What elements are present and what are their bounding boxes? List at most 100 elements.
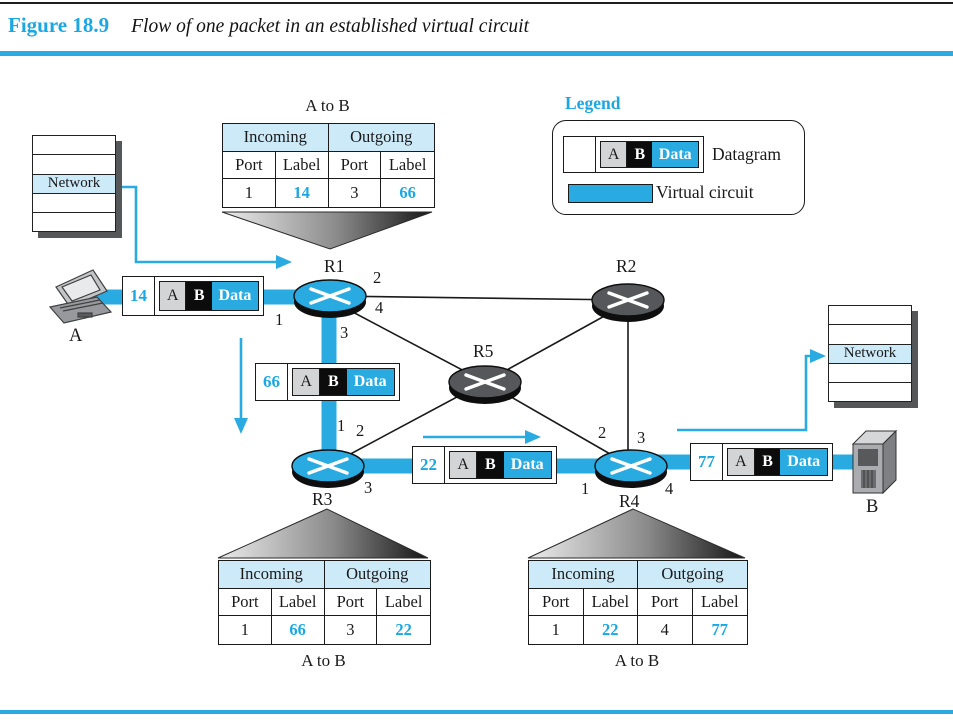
figure-number: Figure 18.9 <box>8 13 110 37</box>
host-label-a: A <box>69 326 83 346</box>
router-r4-icon <box>594 449 668 488</box>
routing-table-r4: Incoming Outgoing Port Label Port Label … <box>528 560 748 645</box>
packet-77: 77 A B Data <box>690 443 833 481</box>
packet-22: 22 A B Data <box>412 446 557 484</box>
header-incoming: Incoming <box>529 561 638 589</box>
col-header: Label <box>271 588 325 616</box>
packet-label: 66 <box>256 364 288 400</box>
stack-row <box>829 306 911 326</box>
col-header: Port <box>328 151 382 179</box>
port-r4-2: 2 <box>598 423 607 442</box>
router-label-r5: R5 <box>473 341 494 361</box>
figure-title: Figure 18.9 Flow of one packet in an esta… <box>8 13 948 38</box>
datagram: A B Data <box>292 368 395 396</box>
funnel-r1 <box>221 211 433 250</box>
router-r5-icon <box>448 365 522 404</box>
legend-virtual-circuit-label: Virtual circuit <box>656 182 754 202</box>
legend-datagram-sample: A B Data <box>563 136 704 173</box>
router-r1-icon <box>293 279 367 318</box>
link-r2-r5 <box>484 302 629 383</box>
port-r1-4: 4 <box>375 298 384 317</box>
col-header: Port <box>529 588 584 616</box>
datagram-dst: B <box>754 449 781 475</box>
datagram: A B Data <box>600 141 699 168</box>
datagram-data: Data <box>503 452 551 478</box>
port-r4-4: 4 <box>665 479 674 498</box>
header-outgoing: Outgoing <box>328 124 434 152</box>
header-outgoing: Outgoing <box>638 561 747 589</box>
port-r3-1: 1 <box>337 416 346 435</box>
datagram-src: A <box>601 142 628 167</box>
table-r3-title: A to B <box>301 651 346 670</box>
router-label-r2: R2 <box>616 256 637 276</box>
legend-title: Legend <box>565 93 621 113</box>
port-r4-1: 1 <box>581 479 590 498</box>
laptop-icon <box>48 269 113 324</box>
protocol-stack-left: Network <box>32 135 116 233</box>
datagram-src: A <box>728 449 755 475</box>
packet-label-slot <box>564 137 596 172</box>
cell-in-label: 66 <box>272 616 325 644</box>
packet-66: 66 A B Data <box>255 363 400 401</box>
col-header: Label <box>381 152 434 179</box>
cell-out-label: 66 <box>399 182 416 202</box>
arrow-right-network-head <box>810 349 826 363</box>
title-rule <box>0 51 953 56</box>
col-header: Port <box>223 151 276 179</box>
top-rule <box>0 2 953 4</box>
datagram-data: Data <box>346 369 394 395</box>
port-r3-2: 2 <box>356 421 365 440</box>
cell-in-label: 22 <box>584 616 638 644</box>
legend-datagram-label: Datagram <box>712 144 781 164</box>
cell-in-port: 1 <box>529 616 584 644</box>
header-incoming: Incoming <box>223 124 329 152</box>
packet-label: 14 <box>123 277 155 315</box>
datagram-data: Data <box>211 282 258 310</box>
port-r4-3: 3 <box>637 428 646 447</box>
col-header: Label <box>692 589 747 616</box>
arrow-right-network <box>677 354 812 432</box>
router-label-r1: R1 <box>324 256 345 276</box>
routing-table-r3: Incoming Outgoing Port Label Port Label … <box>218 560 431 645</box>
stack-row <box>829 325 911 345</box>
routing-table-r1: Incoming Outgoing Port Label Port Label … <box>222 123 435 208</box>
packet-label: 77 <box>691 444 723 480</box>
router-r2-icon <box>591 283 665 322</box>
port-r1-3: 3 <box>340 323 349 342</box>
col-header: Label <box>583 588 638 616</box>
virtual-circuit-path <box>92 289 866 474</box>
table-r1-title: A to B <box>305 96 350 115</box>
col-header: Port <box>324 588 378 616</box>
port-r3-3: 3 <box>364 478 373 497</box>
cell-out-label: 77 <box>711 619 729 639</box>
port-r1-1: 1 <box>275 310 284 329</box>
protocol-stack-right: Network <box>828 305 912 403</box>
cell-out-port: 3 <box>325 616 378 644</box>
router-label-r4: R4 <box>619 491 640 511</box>
stack-row <box>829 364 911 384</box>
figure-caption: Flow of one packet in an established vir… <box>131 16 529 37</box>
col-header: Label <box>275 151 329 179</box>
datagram: A B Data <box>159 281 259 311</box>
col-header: Port <box>219 588 272 616</box>
legend-box: A B Data Datagram Virtual circuit <box>552 120 805 215</box>
port-r1-2: 2 <box>373 268 382 287</box>
cell-out-label: 22 <box>395 619 412 639</box>
funnel-r4 <box>527 508 746 559</box>
header-outgoing: Outgoing <box>324 561 430 589</box>
header-incoming: Incoming <box>219 561 325 589</box>
datagram-dst: B <box>477 452 504 478</box>
funnel-r3 <box>217 508 429 559</box>
cell-out-port: 4 <box>638 616 693 644</box>
datagram-src: A <box>293 369 321 395</box>
stack-row-network: Network <box>829 344 911 364</box>
cell-out-port: 3 <box>329 179 382 207</box>
router-label-r3: R3 <box>312 489 333 509</box>
table-r4-title: A to B <box>614 651 660 670</box>
stack-row-network: Network <box>33 174 115 194</box>
col-header: Label <box>377 589 430 616</box>
datagram: A B Data <box>727 448 828 476</box>
packet-14: 14 A B Data <box>122 276 264 316</box>
datagram-src: A <box>160 282 187 310</box>
